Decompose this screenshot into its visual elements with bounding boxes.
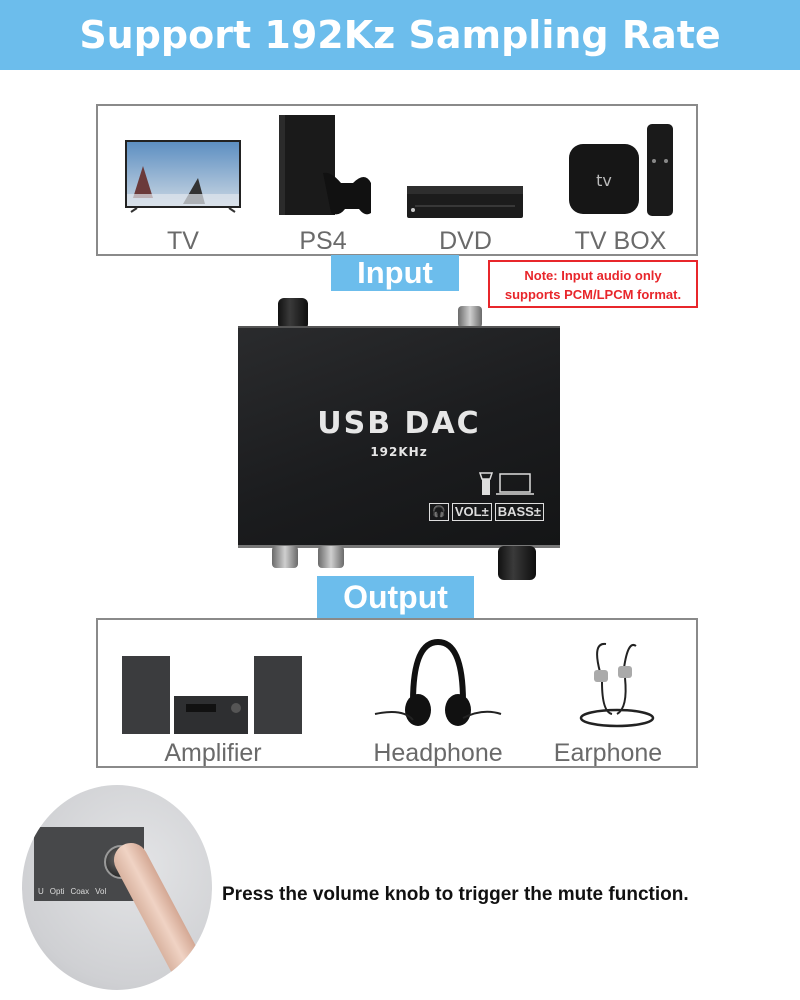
- note-line-1: Note: Input audio only: [524, 268, 662, 283]
- device-label: Headphone: [373, 739, 503, 767]
- banner-title: Support 192Kz Sampling Rate: [79, 13, 721, 57]
- dvd-player-icon: [407, 186, 523, 218]
- device-label: DVD: [439, 227, 492, 255]
- mute-caption: Press the volume knob to trigger the mut…: [222, 884, 689, 905]
- tv-box-icon: tv: [569, 124, 673, 216]
- panel-label-u: U: [38, 887, 44, 896]
- tv-icon: [125, 140, 241, 213]
- device-label: Amplifier: [164, 739, 262, 767]
- rca-right-jack: [318, 546, 344, 568]
- device-tv: TV: [118, 116, 248, 256]
- device-label: TV: [167, 227, 199, 255]
- mute-demo-photo: U Opti Coax Vol: [22, 785, 212, 990]
- device-dvd: DVD: [403, 116, 528, 256]
- device-headphone: Headphone: [353, 628, 523, 768]
- input-knob: [278, 298, 308, 330]
- rca-left-jack: [272, 546, 298, 568]
- output-devices-box: Amplifier Headphone Earphone: [96, 618, 698, 768]
- device-label: Earphone: [553, 739, 663, 767]
- vol-label: VOL±: [451, 503, 492, 521]
- usb-dac-device: USB DAC 192KHz 🎧 VOL± BASS±: [238, 326, 560, 548]
- earphone-icon: [579, 642, 655, 728]
- device-earphone: Earphone: [538, 628, 678, 768]
- device-amplifier: Amplifier: [118, 628, 308, 768]
- panel-label-opti: Opti: [49, 887, 65, 896]
- headphone-icon: [374, 638, 502, 726]
- device-label: TV BOX: [574, 227, 667, 255]
- input-devices-box: TV PS4 DVD tv TV BOX: [96, 104, 698, 256]
- usb-laptop-icon: [478, 472, 534, 495]
- headphone-label-icon: 🎧: [429, 503, 449, 521]
- device-ps4: PS4: [268, 111, 378, 256]
- note-line-2: supports PCM/LPCM format.: [504, 287, 682, 302]
- device-tv-box: tv TV BOX: [553, 111, 688, 256]
- panel-label-vol: Vol: [95, 887, 107, 896]
- header-banner: Support 192Kz Sampling Rate: [0, 0, 800, 70]
- dac-control-labels: 🎧 VOL± BASS±: [429, 503, 544, 521]
- device-label: PS4: [299, 227, 347, 255]
- amplifier-icon: [122, 656, 302, 734]
- dac-subtitle: 192KHz: [370, 445, 428, 459]
- input-tag: Input: [331, 255, 459, 291]
- bass-label: BASS±: [494, 503, 544, 521]
- dac-title: USB DAC: [317, 406, 481, 441]
- panel-label-coax: Coax: [70, 887, 90, 896]
- volume-knob: [498, 546, 536, 580]
- output-tag: Output: [317, 576, 474, 618]
- svg-text:tv: tv: [596, 171, 612, 190]
- game-console-icon: [279, 115, 371, 215]
- coax-input-jack: [458, 306, 482, 328]
- format-note: Note: Input audio only supports PCM/LPCM…: [488, 260, 698, 308]
- finger: [107, 837, 209, 986]
